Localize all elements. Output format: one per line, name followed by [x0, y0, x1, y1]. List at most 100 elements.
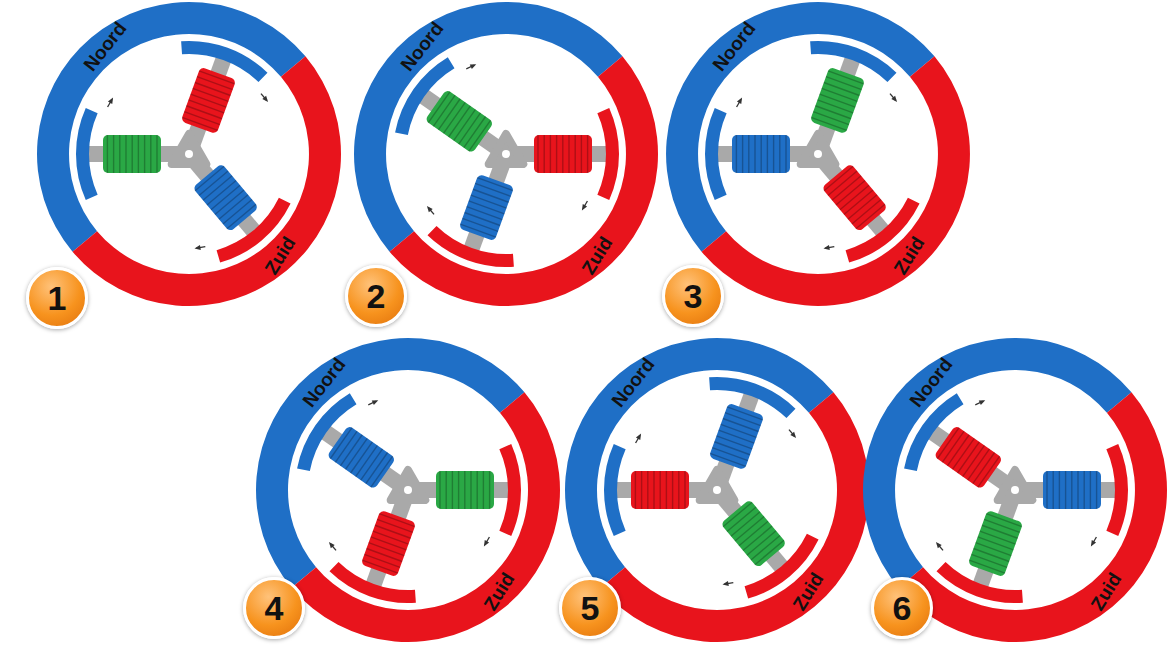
coil [327, 425, 396, 489]
winding [138, 135, 139, 173]
winding [725, 413, 761, 426]
winding [537, 135, 538, 173]
hub [172, 134, 207, 164]
winding [186, 106, 222, 119]
arrow-head [327, 542, 335, 549]
winding [550, 135, 551, 173]
winding [761, 135, 762, 173]
winding [464, 471, 465, 509]
arrow-head [722, 580, 730, 588]
coil [534, 135, 592, 173]
coil [103, 135, 161, 173]
winding [678, 471, 679, 509]
winding [144, 135, 145, 173]
axle [502, 150, 510, 158]
winding [653, 471, 654, 509]
air-gap [390, 38, 622, 270]
coil [631, 471, 689, 509]
pole-shoe [597, 108, 619, 200]
winding [826, 77, 862, 90]
winding [371, 537, 407, 550]
pole-shoe [499, 444, 521, 536]
winding [473, 189, 509, 202]
winding [575, 135, 576, 173]
arrow-head [977, 397, 985, 405]
air-gap [702, 38, 934, 270]
callout-number: 4 [265, 591, 284, 625]
winding [330, 428, 352, 459]
callout-circle: 6 [871, 577, 933, 639]
winding [815, 106, 851, 119]
winding [568, 135, 569, 173]
winding [721, 424, 757, 437]
winding [439, 471, 440, 509]
arrow-head [636, 433, 641, 439]
motor [666, 2, 970, 306]
coil [709, 403, 765, 470]
winding [377, 519, 413, 532]
winding [366, 549, 402, 562]
callout-circle: 1 [26, 267, 88, 329]
callout-circle: 4 [243, 577, 305, 639]
winding [978, 537, 1014, 550]
winding [125, 135, 126, 173]
winding [107, 135, 108, 173]
winding [581, 135, 582, 173]
winding [635, 471, 636, 509]
winding [150, 135, 151, 173]
air-gap [899, 374, 1131, 606]
arrow-head [790, 431, 798, 438]
winding [660, 471, 661, 509]
coil [720, 499, 786, 568]
winding [197, 77, 233, 90]
winding [119, 135, 120, 173]
winding [754, 135, 755, 173]
winding [727, 407, 763, 420]
winding [191, 94, 227, 107]
callout-number: 3 [684, 279, 703, 313]
coil [810, 67, 866, 134]
winding [199, 71, 235, 84]
winding [748, 135, 749, 173]
winding [723, 418, 759, 431]
winding [467, 207, 503, 220]
callout-number: 5 [581, 591, 600, 625]
winding [976, 543, 1012, 556]
hub [391, 470, 426, 500]
winding [470, 471, 471, 509]
winding [714, 442, 750, 455]
winding [489, 471, 490, 509]
winding [856, 204, 885, 228]
callout-number: 6 [893, 591, 912, 625]
winding [469, 201, 505, 214]
winding [379, 514, 415, 527]
arrow-head [194, 244, 202, 252]
hub [998, 470, 1033, 500]
winding [937, 428, 959, 459]
pole-shoe [76, 108, 98, 200]
coil [968, 510, 1024, 577]
winding [641, 471, 642, 509]
air-gap [292, 374, 524, 606]
coil [1043, 471, 1101, 509]
winding [773, 135, 774, 173]
winding [1065, 471, 1066, 509]
winding [556, 135, 557, 173]
winding [156, 135, 157, 173]
coil [361, 510, 417, 577]
winding [373, 531, 409, 544]
winding [666, 471, 667, 509]
winding [562, 135, 563, 173]
winding [684, 471, 685, 509]
winding [483, 471, 484, 509]
winding [475, 183, 511, 196]
winding [767, 135, 768, 173]
axle [713, 486, 721, 494]
winding [973, 549, 1009, 562]
arrow-head [425, 206, 433, 213]
arrow-head [823, 244, 831, 252]
motor [863, 338, 1167, 642]
winding [779, 135, 780, 173]
winding [369, 543, 405, 556]
